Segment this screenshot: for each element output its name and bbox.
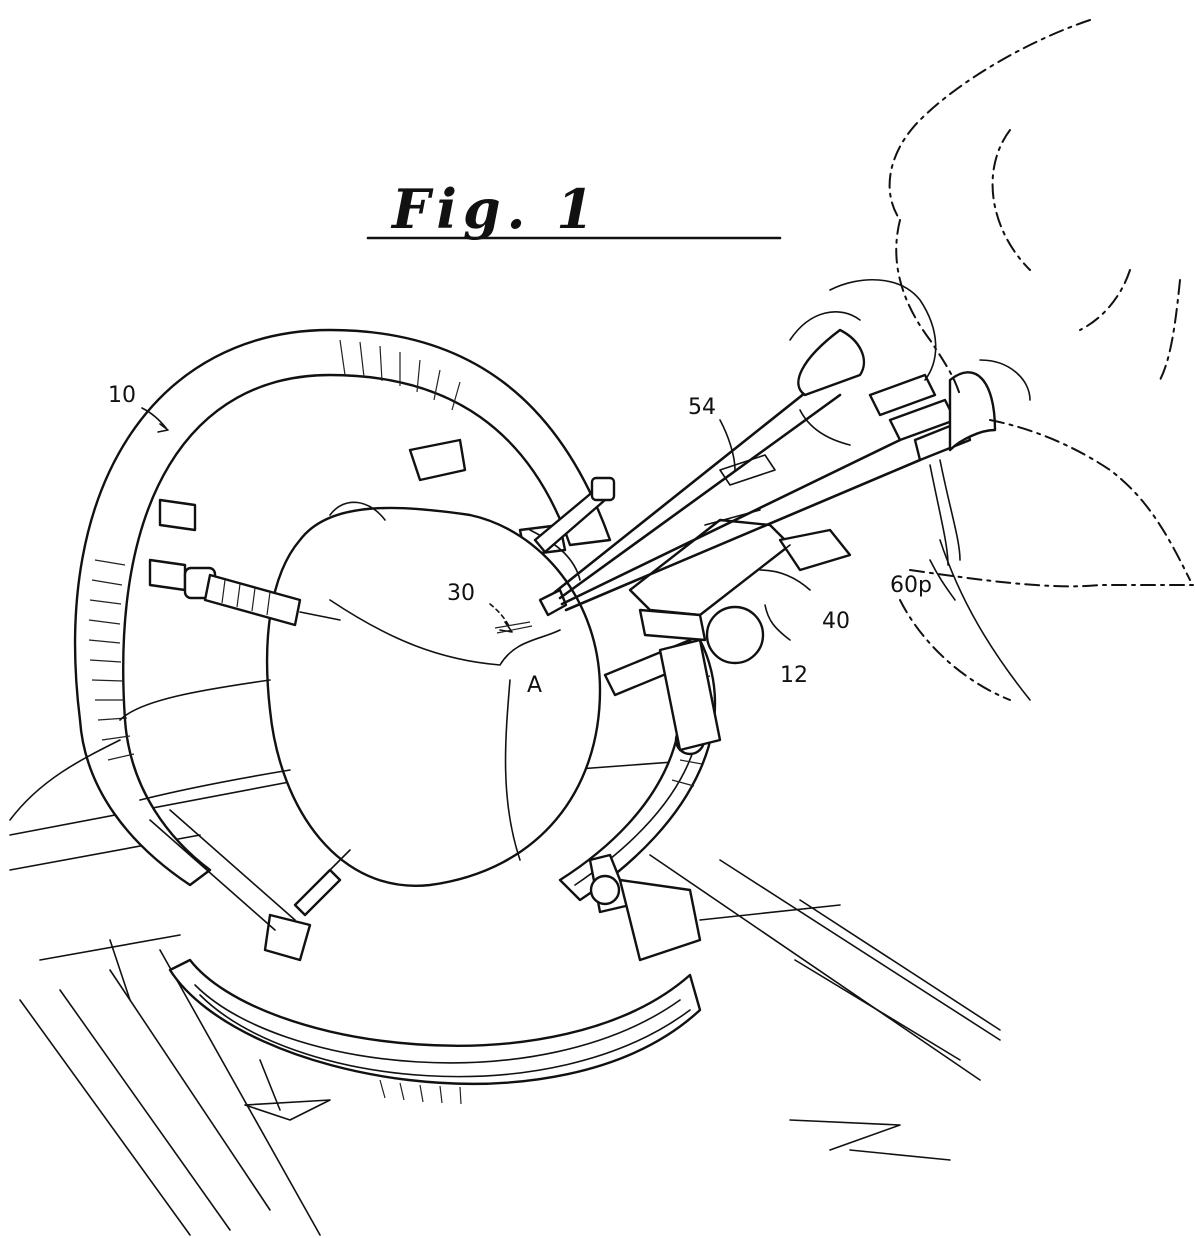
base-arc [168,958,702,1105]
frame-posts [148,438,702,962]
operating-table [9,759,1001,1236]
label-frame-10: 10 [108,383,136,408]
lower-screw [293,849,351,917]
patient-head [9,501,602,887]
target-marker [489,603,533,634]
probe-instruments [538,328,997,617]
figure-title: Fig. 1 [366,177,782,241]
leader-lines [141,407,956,641]
label-arm-12: 12 [780,663,808,688]
left-syringe [183,566,341,627]
label-guide-40: 40 [822,609,850,634]
upper-bolt [533,476,616,554]
guide-assembly [589,518,852,906]
figure-title-text: Fig. 1 [390,177,600,241]
label-probe-54: 54 [688,395,716,420]
surgeon-outline [789,19,1195,701]
label-entry-point-a: A [527,673,542,698]
label-target-30: 30 [447,581,475,606]
reference-labels: 10 54 30 A 40 12 60p [108,383,932,698]
label-light-source-60p: 60p [890,573,932,598]
